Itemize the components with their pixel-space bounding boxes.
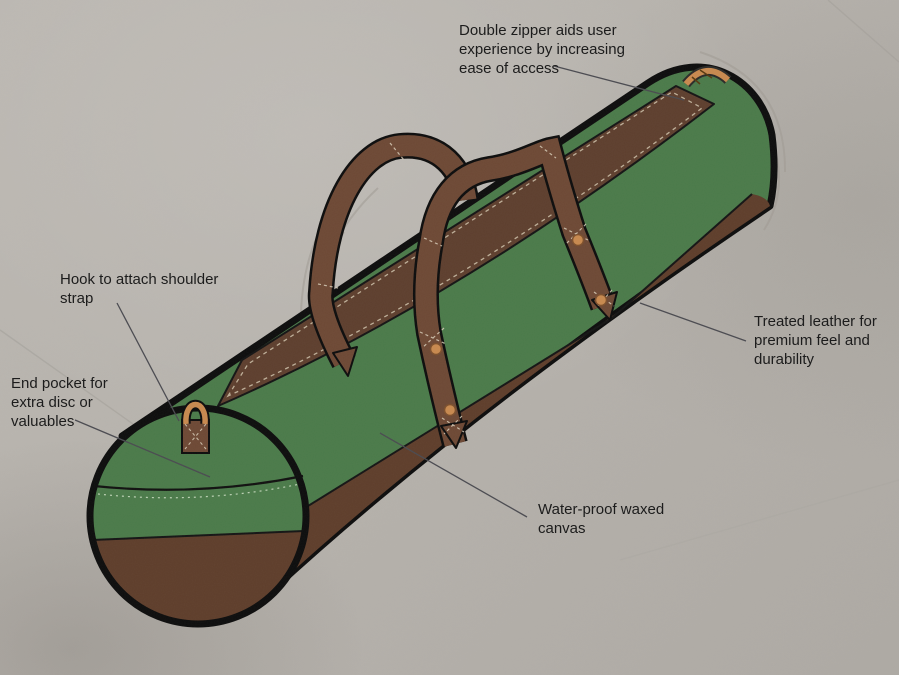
annotation-line: valuables — [11, 413, 75, 430]
annotation-line: strap — [60, 290, 94, 307]
leader-treated-leather — [639, 302, 747, 342]
annotation-line: Treated leather for — [754, 313, 877, 330]
rivet — [429, 342, 443, 356]
annotation-double-zipper: Double zipper aids user experience by in… — [459, 21, 625, 78]
annotation-line: experience by increasing — [459, 41, 625, 58]
rivet — [594, 293, 608, 307]
rivet — [443, 403, 457, 417]
annotation-treated-leather: Treated leather for premium feel and dur… — [754, 312, 877, 369]
annotation-line: canvas — [538, 520, 586, 537]
annotation-end-pocket: End pocket for extra disc or valuables — [11, 374, 108, 431]
rivet — [571, 233, 585, 247]
annotation-hook: Hook to attach shoulder strap — [60, 270, 218, 308]
leader-hook — [116, 302, 180, 422]
annotation-waterproof: Water-proof waxed canvas — [538, 500, 664, 538]
annotation-line: premium feel and — [754, 332, 870, 349]
annotation-line: Double zipper aids user — [459, 22, 617, 39]
annotation-line: Hook to attach shoulder — [60, 271, 219, 288]
annotation-line: End pocket for — [11, 375, 108, 392]
end-cap-leather — [92, 531, 304, 624]
annotation-line: durability — [754, 351, 815, 368]
annotation-line: extra disc or — [11, 394, 93, 411]
annotation-line: Water-proof waxed — [538, 501, 665, 518]
annotation-line: ease of access — [459, 60, 560, 77]
